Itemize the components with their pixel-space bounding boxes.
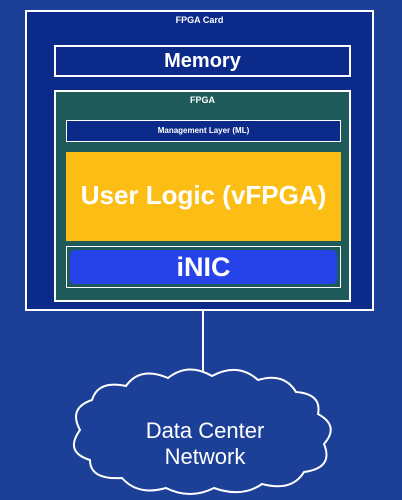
management-layer-label: Management Layer (ML) xyxy=(157,126,250,135)
memory-label: Memory xyxy=(164,50,241,72)
fpga-box: FPGA Management Layer (ML) User Logic (v… xyxy=(54,90,351,302)
fpga-card-box: FPGA Card Memory FPGA Management Layer (… xyxy=(25,10,374,311)
network-label-line1: Data Center xyxy=(145,418,265,443)
user-logic-label: User Logic (vFPGA) xyxy=(80,180,327,210)
inic-box: iNIC xyxy=(70,250,337,284)
user-logic-box: User Logic (vFPGA) xyxy=(66,152,341,241)
memory-box: Memory xyxy=(54,45,351,77)
inic-label: iNIC xyxy=(176,252,231,282)
network-label-line2: Network xyxy=(164,444,246,469)
management-layer-box: Management Layer (ML) xyxy=(66,120,341,142)
inic-frame: iNIC xyxy=(66,246,341,288)
fpga-card-label: FPGA Card xyxy=(175,15,224,25)
network-label: Data Center Network xyxy=(100,418,310,470)
fpga-label: FPGA xyxy=(189,95,215,105)
